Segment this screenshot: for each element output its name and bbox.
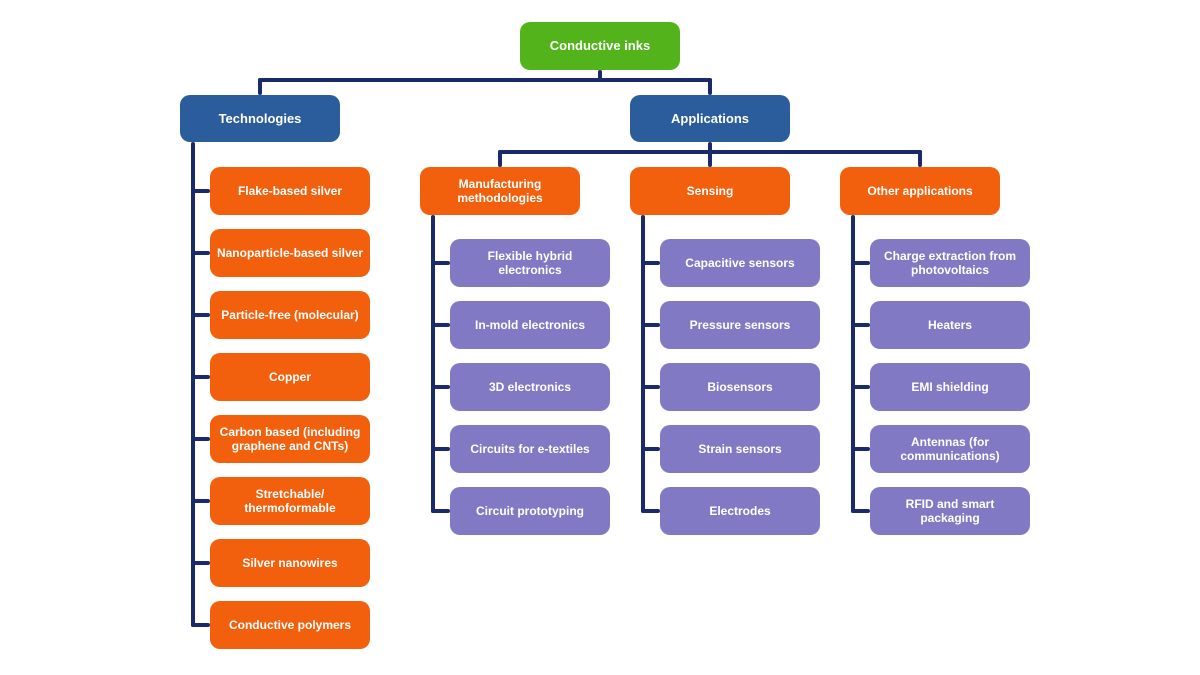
connector-line	[431, 215, 435, 513]
connector-line	[851, 323, 870, 327]
connector-line	[498, 150, 922, 154]
connector-line	[851, 447, 870, 451]
node-label: 3D electronics	[488, 379, 572, 394]
node-electrodes: Electrodes	[660, 487, 820, 535]
connector-line	[431, 261, 450, 265]
connector-line	[191, 189, 210, 193]
connector-line	[851, 215, 855, 513]
node-flexible-hybrid-electronics: Flexible hybrid electronics	[450, 239, 610, 287]
node-nanoparticle-based-silver: Nanoparticle-based silver	[210, 229, 370, 277]
node-label: Manufacturing methodologies	[457, 176, 543, 205]
node-capacitive-sensors: Capacitive sensors	[660, 239, 820, 287]
node-copper: Copper	[210, 353, 370, 401]
connector-line	[191, 375, 210, 379]
node-biosensors: Biosensors	[660, 363, 820, 411]
node-label: Biosensors	[707, 379, 773, 394]
node-label: In-mold electronics	[474, 317, 586, 332]
node-label: EMI shielding	[911, 379, 989, 394]
connector-line	[191, 437, 210, 441]
node-pressure-sensors: Pressure sensors	[660, 301, 820, 349]
node-label: Electrodes	[709, 503, 771, 518]
connector-line	[191, 251, 210, 255]
node-label: Other applications	[867, 183, 973, 198]
node-charge-extraction-photovoltaics: Charge extraction from photovoltaics	[870, 239, 1030, 287]
connector-line	[191, 499, 210, 503]
connector-line	[431, 323, 450, 327]
node-label: Particle-free (molecular)	[221, 307, 359, 322]
node-3d-electronics: 3D electronics	[450, 363, 610, 411]
node-label: Antennas (for communications)	[900, 434, 1000, 463]
connector-line	[431, 385, 450, 389]
node-label: Sensing	[686, 183, 734, 198]
node-other-applications: Other applications	[840, 167, 1000, 215]
node-particle-free-molecular: Particle-free (molecular)	[210, 291, 370, 339]
node-rfid-smart-packaging: RFID and smart packaging	[870, 487, 1030, 535]
node-circuit-prototyping: Circuit prototyping	[450, 487, 610, 535]
node-silver-nanowires: Silver nanowires	[210, 539, 370, 587]
connector-line	[598, 70, 602, 82]
connector-line	[191, 142, 195, 627]
connector-line	[641, 215, 645, 513]
connector-line	[851, 509, 870, 513]
connector-line	[641, 261, 660, 265]
node-label: Charge extraction from photovoltaics	[883, 248, 1017, 277]
connector-line	[708, 78, 712, 95]
connector-line	[918, 150, 922, 167]
node-manufacturing-methodologies: Manufacturing methodologies	[420, 167, 580, 215]
node-label: Applications	[670, 110, 749, 126]
connector-line	[851, 261, 870, 265]
node-label: Carbon based (including graphene and CNT…	[219, 424, 361, 453]
connector-line	[191, 313, 210, 317]
connector-line	[641, 323, 660, 327]
connector-line	[708, 142, 712, 167]
connector-line	[851, 385, 870, 389]
node-label: Circuits for e-textiles	[470, 441, 590, 456]
node-stretchable-thermoformable: Stretchable/ thermoformable	[210, 477, 370, 525]
node-label: Circuit prototyping	[476, 503, 584, 518]
node-applications: Applications	[630, 95, 790, 142]
node-conductive-inks: Conductive inks	[520, 22, 680, 70]
connector-line	[258, 78, 262, 95]
node-flake-based-silver: Flake-based silver	[210, 167, 370, 215]
node-in-mold-electronics: In-mold electronics	[450, 301, 610, 349]
node-heaters: Heaters	[870, 301, 1030, 349]
node-technologies: Technologies	[180, 95, 340, 142]
node-label: Nanoparticle-based silver	[216, 245, 364, 260]
node-sensing: Sensing	[630, 167, 790, 215]
connector-line	[431, 509, 450, 513]
node-label: Conductive polymers	[228, 617, 352, 632]
node-label: Heaters	[927, 317, 973, 332]
connector-line	[641, 447, 660, 451]
node-label: RFID and smart packaging	[905, 496, 995, 525]
node-carbon-based: Carbon based (including graphene and CNT…	[210, 415, 370, 463]
node-label: Capacitive sensors	[685, 255, 795, 270]
node-emi-shielding: EMI shielding	[870, 363, 1030, 411]
connector-line	[258, 78, 712, 82]
connector-line	[641, 509, 660, 513]
node-antennas-communications: Antennas (for communications)	[870, 425, 1030, 473]
node-conductive-polymers: Conductive polymers	[210, 601, 370, 649]
connector-line	[498, 150, 502, 167]
node-label: Conductive inks	[549, 38, 651, 54]
node-circuits-for-e-textiles: Circuits for e-textiles	[450, 425, 610, 473]
node-label: Technologies	[218, 110, 302, 126]
connector-line	[641, 385, 660, 389]
node-label: Pressure sensors	[689, 317, 791, 332]
node-strain-sensors: Strain sensors	[660, 425, 820, 473]
connector-line	[191, 561, 210, 565]
node-label: Silver nanowires	[242, 555, 338, 570]
node-label: Stretchable/ thermoformable	[244, 486, 336, 515]
node-label: Flexible hybrid electronics	[487, 248, 573, 277]
node-label: Strain sensors	[698, 441, 782, 456]
connector-line	[191, 623, 210, 627]
node-label: Copper	[269, 369, 311, 384]
connector-line	[431, 447, 450, 451]
node-label: Flake-based silver	[237, 183, 343, 198]
